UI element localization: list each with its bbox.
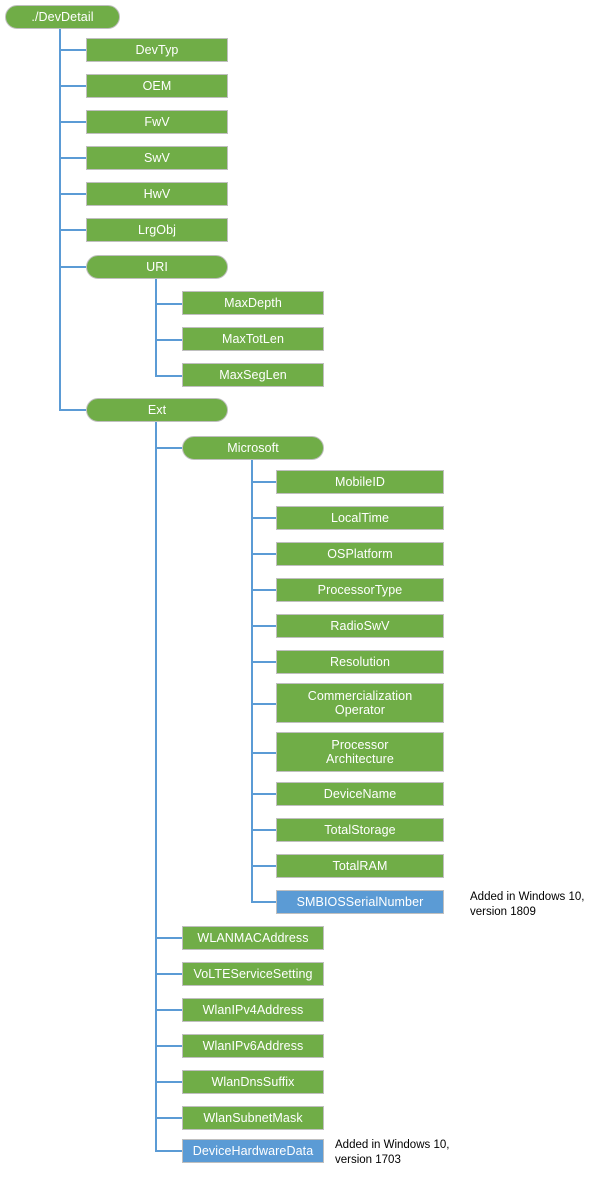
connector-ms-to-processortype bbox=[251, 589, 276, 591]
connector-ms-to-resolution bbox=[251, 661, 276, 663]
connector-ms-to-localtime bbox=[251, 517, 276, 519]
node-maxdepth[interactable]: MaxDepth bbox=[182, 291, 324, 315]
node-totalram[interactable]: TotalRAM bbox=[276, 854, 444, 878]
annotation-smbiosserialnumber: Added in Windows 10, version 1809 bbox=[470, 891, 585, 918]
node-commercializationoperator[interactable]: Commercialization Operator bbox=[276, 683, 444, 723]
connector-ms-to-processorarchitecture bbox=[251, 752, 276, 754]
node-totalstorage[interactable]: TotalStorage bbox=[276, 818, 444, 842]
connector-root-to-uri bbox=[59, 266, 86, 268]
connector-uri-to-maxtotlen bbox=[155, 339, 182, 341]
connector-ext-to-wlanipv4address bbox=[155, 1009, 182, 1011]
node-localtime[interactable]: LocalTime bbox=[276, 506, 444, 530]
connector-ms-to-commercializationoperator bbox=[251, 703, 276, 705]
connector-ext-to-microsoft bbox=[155, 447, 182, 449]
node-oem[interactable]: OEM bbox=[86, 74, 228, 98]
connector-trunk-root bbox=[59, 29, 61, 410]
node-devtyp[interactable]: DevTyp bbox=[86, 38, 228, 62]
node-devicename[interactable]: DeviceName bbox=[276, 782, 444, 806]
connector-root-to-swv bbox=[59, 157, 86, 159]
node-swv[interactable]: SwV bbox=[86, 146, 228, 170]
connector-trunk-ext bbox=[155, 422, 157, 1151]
node-hwv[interactable]: HwV bbox=[86, 182, 228, 206]
connector-root-to-ext bbox=[59, 409, 86, 411]
connector-ms-to-radioswv bbox=[251, 625, 276, 627]
connector-ms-to-devicename bbox=[251, 793, 276, 795]
node-root-devdetail[interactable]: ./DevDetail bbox=[5, 5, 120, 29]
connector-root-to-devtyp bbox=[59, 49, 86, 51]
connector-ms-to-osplatform bbox=[251, 553, 276, 555]
connector-ms-to-smbiosserialnumber bbox=[251, 901, 276, 903]
node-wlanipv4address[interactable]: WlanIPv4Address bbox=[182, 998, 324, 1022]
node-maxseglen[interactable]: MaxSegLen bbox=[182, 363, 324, 387]
connector-uri-to-maxseglen bbox=[155, 375, 182, 377]
connector-ms-to-totalstorage bbox=[251, 829, 276, 831]
node-fwv[interactable]: FwV bbox=[86, 110, 228, 134]
node-uri[interactable]: URI bbox=[86, 255, 228, 279]
node-devicehardwaredata[interactable]: DeviceHardwareData bbox=[182, 1139, 324, 1163]
node-lrgobj[interactable]: LrgObj bbox=[86, 218, 228, 242]
node-processortype[interactable]: ProcessorType bbox=[276, 578, 444, 602]
connector-uri-to-maxdepth bbox=[155, 303, 182, 305]
node-volteservicesetting[interactable]: VoLTEServiceSetting bbox=[182, 962, 324, 986]
node-maxtotlen[interactable]: MaxTotLen bbox=[182, 327, 324, 351]
connector-ext-to-wlanmacaddress bbox=[155, 937, 182, 939]
connector-trunk-microsoft bbox=[251, 460, 253, 902]
node-wlanmacaddress[interactable]: WLANMACAddress bbox=[182, 926, 324, 950]
node-processorarchitecture[interactable]: Processor Architecture bbox=[276, 732, 444, 772]
connector-root-to-fwv bbox=[59, 121, 86, 123]
connector-root-to-hwv bbox=[59, 193, 86, 195]
connector-ext-to-devicehardwaredata bbox=[155, 1150, 182, 1152]
connector-ext-to-wlanipv6address bbox=[155, 1045, 182, 1047]
node-ext[interactable]: Ext bbox=[86, 398, 228, 422]
node-radioswv[interactable]: RadioSwV bbox=[276, 614, 444, 638]
node-wlanipv6address[interactable]: WlanIPv6Address bbox=[182, 1034, 324, 1058]
node-wlansubnetmask[interactable]: WlanSubnetMask bbox=[182, 1106, 324, 1130]
connector-trunk-uri bbox=[155, 279, 157, 375]
connector-ext-to-wlansubnetmask bbox=[155, 1117, 182, 1119]
node-smbiosserialnumber[interactable]: SMBIOSSerialNumber bbox=[276, 890, 444, 914]
connector-ext-to-volteservicesetting bbox=[155, 973, 182, 975]
node-wlandnssuffix[interactable]: WlanDnsSuffix bbox=[182, 1070, 324, 1094]
node-osplatform[interactable]: OSPlatform bbox=[276, 542, 444, 566]
connector-ms-to-mobileid bbox=[251, 481, 276, 483]
node-microsoft[interactable]: Microsoft bbox=[182, 436, 324, 460]
annotation-devicehardwaredata: Added in Windows 10, version 1703 bbox=[335, 1139, 450, 1166]
connector-root-to-lrgobj bbox=[59, 229, 86, 231]
connector-root-to-oem bbox=[59, 85, 86, 87]
node-resolution[interactable]: Resolution bbox=[276, 650, 444, 674]
connector-ms-to-totalram bbox=[251, 865, 276, 867]
node-mobileid[interactable]: MobileID bbox=[276, 470, 444, 494]
connector-ext-to-wlandnssuffix bbox=[155, 1081, 182, 1083]
